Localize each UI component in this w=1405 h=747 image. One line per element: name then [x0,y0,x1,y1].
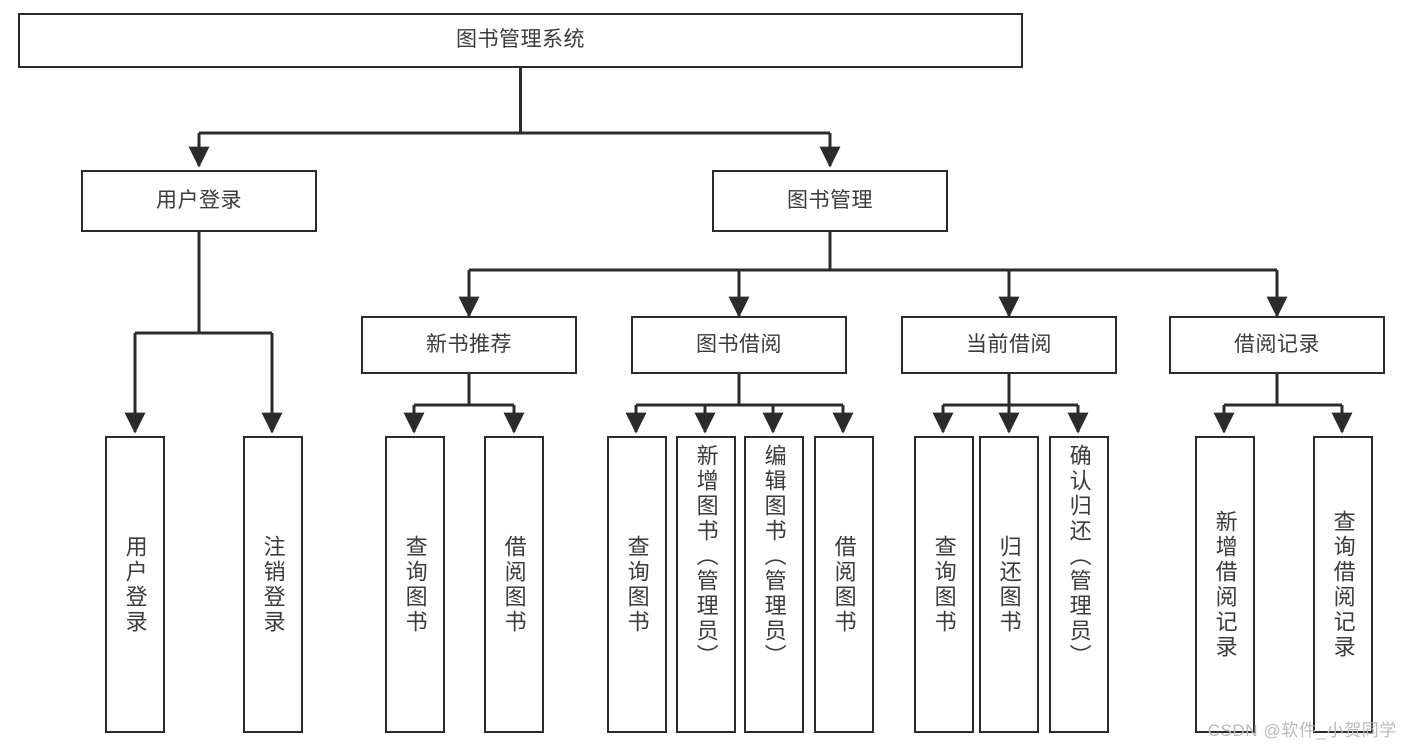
edges-root [188,68,841,168]
node-leaf-borrow-book-2-label: 借阅图书 [831,534,857,635]
node-leaf-query-book-2-label: 查询图书 [624,534,650,635]
node-leaf-query-book-1[interactable]: 查询图书 [385,436,445,733]
node-leaf-add-book-label: 新增图书（管理员） [693,444,719,669]
node-leaf-query-record-label: 查询借阅记录 [1330,509,1356,660]
node-leaf-return-book[interactable]: 归还图书 [979,436,1039,733]
edges-borrow-record [1213,374,1353,434]
node-book-borrow-label: 图书借阅 [696,332,782,356]
node-leaf-confirm-return[interactable]: 确认归还（管理员） [1049,436,1109,733]
node-leaf-user-login[interactable]: 用户登录 [105,436,165,733]
node-leaf-borrow-book-1-label: 借阅图书 [501,534,527,635]
node-root[interactable]: 图书管理系统 [18,13,1023,68]
node-leaf-borrow-book-2[interactable]: 借阅图书 [814,436,874,733]
node-book-management[interactable]: 图书管理 [712,170,948,232]
node-book-management-label: 图书管理 [787,188,873,212]
node-user-login[interactable]: 用户登录 [81,170,317,232]
node-book-borrow[interactable]: 图书借阅 [631,316,847,374]
node-user-login-label: 用户登录 [156,188,242,212]
edges-book-borrow [625,374,854,434]
node-current-borrow-label: 当前借阅 [966,332,1052,356]
node-leaf-confirm-return-label: 确认归还（管理员） [1066,444,1092,669]
node-leaf-query-book-2[interactable]: 查询图书 [607,436,667,733]
edges-user-login [124,232,283,434]
node-leaf-edit-book-label: 编辑图书（管理员） [761,444,787,669]
node-leaf-add-record-label: 新增借阅记录 [1212,509,1238,660]
node-new-book-recommend[interactable]: 新书推荐 [361,316,577,374]
node-leaf-query-book-1-label: 查询图书 [402,534,428,635]
node-leaf-query-record[interactable]: 查询借阅记录 [1313,436,1373,733]
node-borrow-record-label: 借阅记录 [1234,332,1320,356]
node-current-borrow[interactable]: 当前借阅 [901,316,1117,374]
node-leaf-add-record[interactable]: 新增借阅记录 [1195,436,1255,733]
node-leaf-add-book[interactable]: 新增图书（管理员） [676,436,736,733]
node-leaf-user-login-label: 用户登录 [122,534,148,635]
node-leaf-logout-login-label: 注销登录 [260,534,286,635]
edges-current-borrow [932,374,1089,434]
node-borrow-record[interactable]: 借阅记录 [1169,316,1385,374]
node-leaf-borrow-book-1[interactable]: 借阅图书 [484,436,544,733]
node-leaf-edit-book[interactable]: 编辑图书（管理员） [744,436,804,733]
watermark-label: CSDN @软件_小贺同学 [1207,721,1397,740]
edges-new-book-recommend [403,374,525,434]
edges-book-management [458,232,1288,318]
node-new-book-recommend-label: 新书推荐 [426,332,512,356]
node-leaf-query-book-3-label: 查询图书 [931,534,957,635]
node-leaf-return-book-label: 归还图书 [996,534,1022,635]
node-leaf-logout-login[interactable]: 注销登录 [243,436,303,733]
node-leaf-query-book-3[interactable]: 查询图书 [914,436,974,733]
node-root-label: 图书管理系统 [456,28,585,52]
